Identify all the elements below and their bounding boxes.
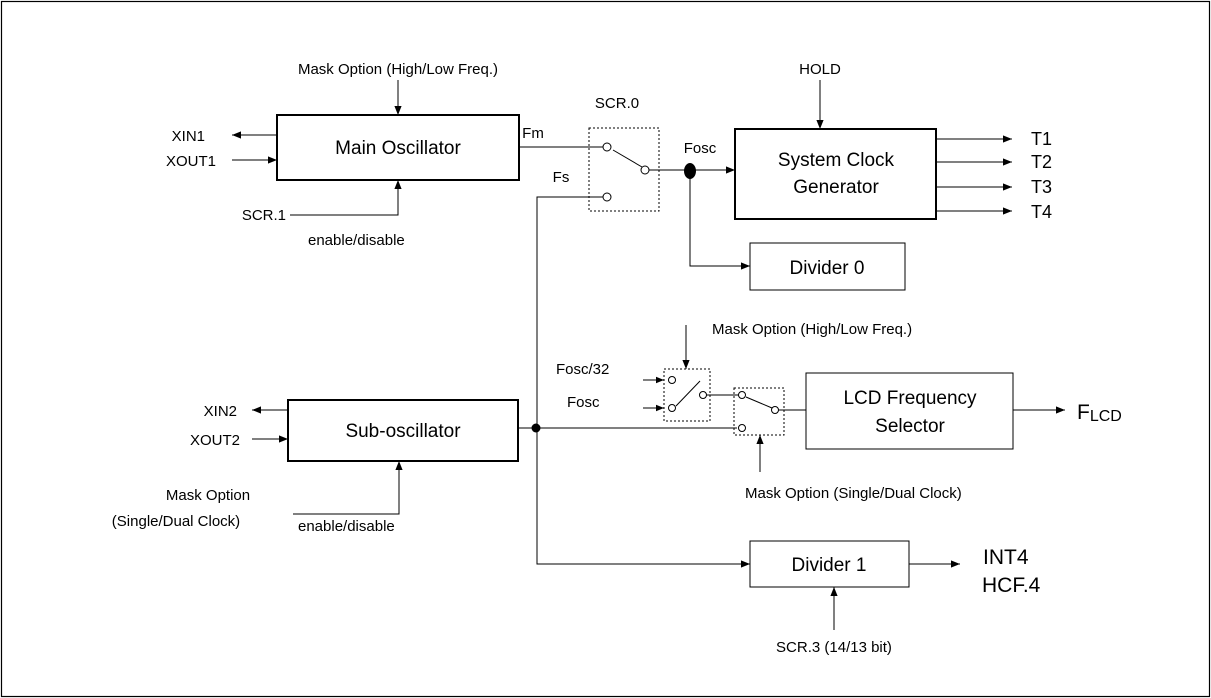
divider1-block: [749, 540, 910, 588]
lcd-switch2-contact-b: [738, 424, 746, 432]
sub-output-junction: [531, 423, 541, 433]
lcd-switch1-contact-b: [668, 404, 676, 412]
sub-mask-line1: Mask Option: [166, 487, 250, 504]
lcd-selector-line2: Selector: [875, 416, 945, 437]
hcf4-label: HCF.4: [982, 574, 1041, 597]
scr0-contact-fs: [602, 192, 612, 202]
lcd-switch2-contact-a: [738, 391, 746, 399]
scr0-label: SCR.0: [595, 95, 639, 112]
xin2-label: XIN2: [204, 403, 237, 420]
scr0-contact-fm: [602, 142, 612, 152]
system-clock-line1: System Clock: [778, 150, 895, 171]
scr0-switch-section: SCR.0 Fm Fs Fosc: [519, 95, 750, 270]
divider0-feed-line: [689, 171, 750, 270]
divider1-label: Divider 1: [792, 555, 867, 576]
lcd-selector-block: [805, 372, 1014, 450]
fosc-label: Fosc: [684, 140, 717, 157]
t2-label: T2: [1031, 152, 1052, 172]
flcd-label: FLCD: [1077, 401, 1122, 425]
t4-label: T4: [1031, 202, 1052, 222]
t1-label: T1: [1031, 129, 1052, 149]
lcd-switch2-contact-out: [771, 406, 779, 414]
main-enable-label: enable/disable: [308, 232, 405, 249]
scr3-label: SCR.3 (14/13 bit): [776, 639, 892, 656]
scr1-label: SCR.1: [242, 207, 286, 224]
lcd-fosc-label: Fosc: [567, 394, 600, 411]
main-oscillator-block: [276, 114, 520, 181]
fosc32-label: Fosc/32: [556, 361, 609, 378]
scr1-control-line: [290, 180, 402, 216]
system-clock-section: HOLD System Clock Generator T1 T2 T3 T4: [734, 61, 1052, 222]
scr0-contact-out: [640, 165, 650, 175]
main-oscillator-section: Mask Option (High/Low Freq.) Main Oscill…: [166, 61, 520, 249]
lcd-mask-top-label: Mask Option (High/Low Freq.): [712, 321, 912, 338]
sub-enable-control-line: [293, 461, 403, 515]
divider0-label: Divider 0: [790, 258, 865, 279]
lcd-switch1-contact-out: [699, 391, 707, 399]
hold-label: HOLD: [799, 61, 841, 78]
xin1-label: XIN1: [172, 128, 205, 145]
divider1-section: Divider 1 INT4 HCF.4 SCR.3 (14/13 bit): [749, 540, 1041, 656]
scr0-switch-box: [588, 127, 660, 212]
divider0-block: [749, 242, 906, 291]
xout2-label: XOUT2: [190, 432, 240, 449]
lcd-switch2-blade: [745, 396, 773, 409]
main-oscillator-label: Main Oscillator: [335, 138, 461, 159]
flcd-main: F: [1077, 401, 1090, 424]
flcd-subscript: LCD: [1090, 408, 1122, 425]
xout1-label: XOUT1: [166, 153, 216, 170]
lcd-switch1-blade: [675, 380, 701, 407]
divider0-section: Divider 0: [749, 242, 906, 291]
sub-oscillator-section: Sub-oscillator XIN2 XOUT2 Mask Option (S…: [112, 399, 737, 535]
lcd-mask-bottom-label: Mask Option (Single/Dual Clock): [745, 485, 962, 502]
sub-mask-line2: (Single/Dual Clock): [112, 513, 240, 530]
int4-label: INT4: [983, 546, 1029, 569]
scr0-switch-blade: [612, 149, 643, 168]
system-clock-line2: Generator: [793, 177, 879, 198]
fm-label: Fm: [522, 125, 544, 142]
lcd-selector-line1: LCD Frequency: [843, 388, 977, 409]
lcd-switch1-contact-a: [668, 376, 676, 384]
sub-oscillator-block: [287, 399, 519, 462]
fs-label: Fs: [553, 169, 570, 186]
system-clock-block: [734, 128, 937, 220]
fs-bus-line: [536, 196, 750, 568]
sub-enable-label: enable/disable: [298, 518, 395, 535]
t3-label: T3: [1031, 177, 1052, 197]
main-mask-option-label: Mask Option (High/Low Freq.): [298, 61, 498, 78]
lcd-section: Mask Option (High/Low Freq.) Fosc/32 Fos…: [556, 321, 1122, 502]
sub-oscillator-label: Sub-oscillator: [345, 421, 461, 442]
